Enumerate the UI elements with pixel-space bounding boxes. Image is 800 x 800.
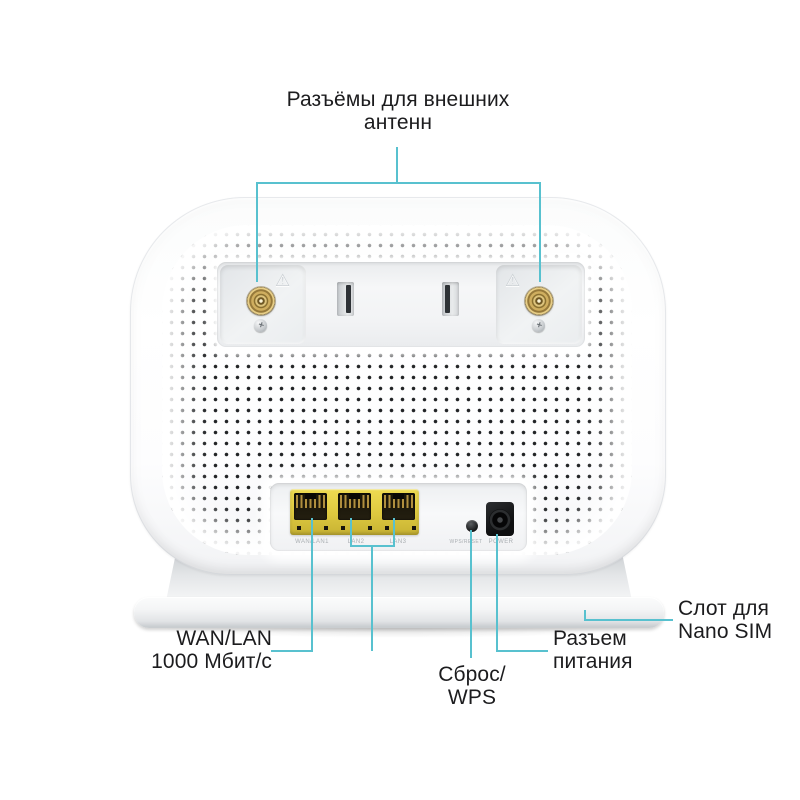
sma-antenna-connector-left	[247, 287, 275, 315]
engraved-label-reset: WPS/RESET	[449, 539, 483, 545]
callout-line-power	[496, 534, 498, 652]
ethernet-port-wan-lan1[interactable]	[294, 493, 327, 520]
mount-slot-right	[442, 282, 459, 316]
antenna-panel: ⚠ + ⚠ +	[217, 262, 585, 347]
screw-cross-icon: +	[534, 318, 544, 332]
stand-base	[134, 597, 664, 628]
reset-wps-button[interactable]	[466, 520, 478, 532]
callout-line-wan-elbow	[271, 650, 313, 652]
rj45-notch	[349, 493, 360, 499]
rj45-notch	[305, 493, 316, 499]
rj45-pins	[296, 495, 325, 508]
power-callout-label: Разъем питания	[553, 627, 633, 673]
router-body: ⚠ + ⚠ +	[130, 197, 666, 575]
callout-line-antenna-bridge	[256, 182, 541, 184]
antenna-callout-label: Разъёмы для внешних антенн	[286, 88, 510, 134]
ethernet-port-lan3[interactable]	[382, 493, 415, 520]
engraved-label-power: POWER	[488, 539, 514, 545]
warning-triangle-icon: ⚠	[275, 271, 291, 290]
rj45-pins	[340, 495, 369, 508]
callout-line-lan3	[393, 518, 395, 547]
callout-line-antenna-left	[256, 182, 258, 282]
screw-left: +	[254, 319, 267, 332]
engraved-label-lan2: LAN2	[347, 539, 365, 545]
antenna-recess-left: ⚠ +	[220, 265, 306, 344]
wan-lan-callout-label: WAN/LAN 1000 Мбит/с	[151, 627, 272, 673]
rj45-pins	[384, 495, 413, 508]
power-jack-barrel	[489, 509, 511, 531]
nano-sim-callout-label: Слот для Nano SIM	[678, 597, 773, 643]
callout-line-sim-tick	[584, 610, 586, 621]
callout-line-antenna-right	[539, 182, 541, 282]
callout-line-antenna-stem	[396, 147, 398, 184]
sma-antenna-connector-right	[525, 287, 553, 315]
callout-line-sim	[584, 619, 673, 621]
power-jack[interactable]	[486, 502, 514, 536]
mount-slot-left	[337, 282, 354, 316]
reset-wps-callout-label: Сброс/ WPS	[438, 663, 506, 709]
screw-cross-icon: +	[256, 318, 266, 332]
ethernet-port-lan2[interactable]	[338, 493, 371, 520]
callout-line-power-elbow	[496, 650, 548, 652]
callout-line-lan-stem	[371, 545, 373, 651]
callout-line-reset	[470, 530, 472, 658]
callout-line-lan2	[350, 518, 352, 547]
callout-line-wan	[311, 518, 313, 652]
engraved-label-lan3: LAN3	[389, 539, 407, 545]
rj45-notch	[393, 493, 404, 499]
warning-triangle-icon: ⚠	[505, 271, 521, 290]
screw-right: +	[532, 319, 545, 332]
ethernet-port-block	[290, 489, 419, 535]
